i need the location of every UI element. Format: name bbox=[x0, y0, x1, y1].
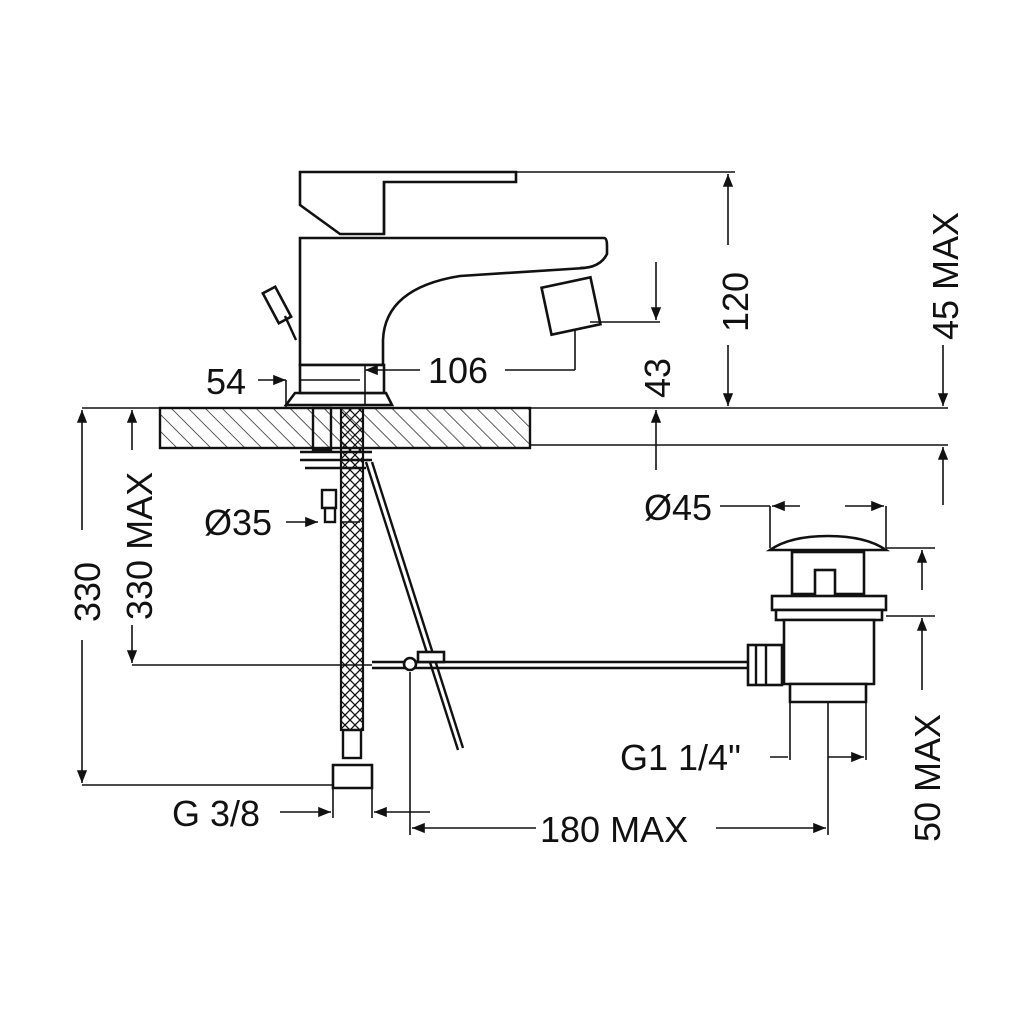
thread-label-g3-8: G 3/8 bbox=[172, 793, 260, 834]
dimension-lines bbox=[76, 171, 949, 835]
dimension-label-330-max: 330 MAX bbox=[119, 472, 160, 620]
dimension-label-diameter-35: Ø35 bbox=[204, 502, 272, 543]
dimension-label-54: 54 bbox=[206, 361, 246, 402]
dimension-label-45-max: 45 MAX bbox=[925, 212, 966, 340]
dimension-label-330: 330 bbox=[67, 562, 108, 622]
dimension-label-120: 120 bbox=[715, 272, 756, 332]
pop-up-rod bbox=[364, 461, 748, 751]
dimension-label-43: 43 bbox=[637, 358, 678, 398]
dimension-label-180-max: 180 MAX bbox=[540, 809, 688, 850]
dimension-label-50-max: 50 MAX bbox=[907, 714, 948, 842]
mixer-body bbox=[261, 170, 609, 407]
dimension-label-diameter-45: Ø45 bbox=[644, 487, 712, 528]
pop-up-waste bbox=[746, 534, 891, 704]
dimension-label-106: 106 bbox=[428, 350, 488, 391]
thread-label-g1-1-4: G1 1/4" bbox=[620, 737, 741, 778]
